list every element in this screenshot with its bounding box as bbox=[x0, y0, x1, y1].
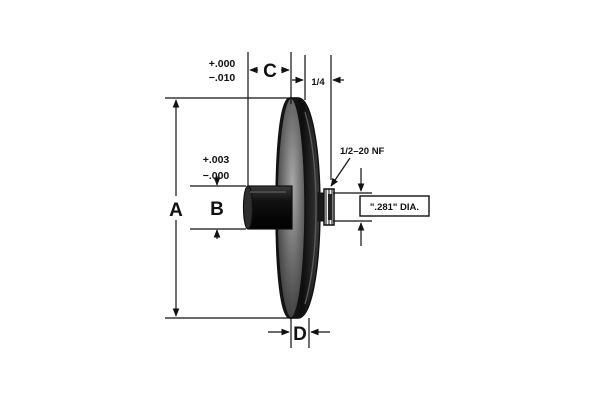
rim-highlight bbox=[304, 111, 317, 305]
thread-leader bbox=[330, 157, 351, 187]
dimension-b bbox=[190, 176, 246, 239]
dimension-a-label: A bbox=[169, 200, 183, 221]
threaded-stub bbox=[317, 188, 335, 226]
c-tolerance-plus: +.000 bbox=[209, 58, 236, 70]
bore-dia-label: ".281" DIA. bbox=[370, 202, 419, 213]
hub-boss bbox=[242, 185, 293, 230]
dimension-d bbox=[268, 318, 330, 348]
quarter-inch-label: 1/4 bbox=[311, 77, 325, 88]
c-tolerance-minus: −.010 bbox=[209, 72, 236, 84]
dimension-c bbox=[247, 52, 292, 186]
bore-dia-box bbox=[359, 195, 430, 217]
b-tolerance-plus: +.003 bbox=[203, 154, 230, 166]
dimension-c-label: C bbox=[263, 61, 277, 82]
dimension-d-label: D bbox=[293, 324, 307, 345]
dimension-a bbox=[165, 97, 298, 319]
bore-dimension bbox=[333, 168, 372, 246]
dimension-b-label: B bbox=[210, 199, 224, 220]
quarter-dimension bbox=[292, 55, 344, 180]
thread-spec-label: 1/2–20 NF bbox=[340, 146, 385, 157]
b-tolerance-minus: −.000 bbox=[203, 170, 230, 182]
